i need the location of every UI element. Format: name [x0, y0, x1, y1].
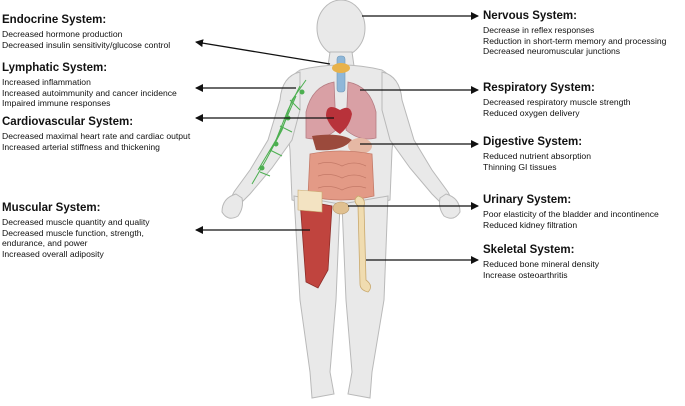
respiratory-block: Respiratory System: Decreased respirator… — [483, 82, 631, 118]
lymphatic-block: Lymphatic System: Increased inflammation… — [2, 62, 177, 109]
skeletal-line: Increase osteoarthritis — [483, 270, 599, 281]
right-arm — [382, 72, 454, 208]
urinary-line: Poor elasticity of the bladder and incon… — [483, 209, 659, 220]
muscle-cross-section — [298, 190, 322, 212]
thyroid — [332, 63, 350, 73]
nervous-line: Decreased neuromuscular junctions — [483, 46, 666, 57]
lymphatic-title: Lymphatic System: — [2, 62, 177, 75]
muscular-title: Muscular System: — [2, 202, 150, 215]
endocrine-line: Decreased insulin sensitivity/glucose co… — [2, 40, 170, 51]
skeletal-line: Reduced bone mineral density — [483, 259, 599, 270]
digestive-title: Digestive System: — [483, 136, 591, 149]
nervous-line: Reduction in short-term memory and proce… — [483, 36, 666, 47]
digestive-line: Thinning GI tissues — [483, 162, 591, 173]
digestive-block: Digestive System: Reduced nutrient absor… — [483, 136, 591, 172]
arrow-endocrine — [196, 42, 330, 64]
endocrine-title: Endocrine System: — [2, 14, 170, 27]
respiratory-line: Reduced oxygen delivery — [483, 108, 631, 119]
cardiovascular-line: Decreased maximal heart rate and cardiac… — [2, 131, 190, 142]
trachea — [337, 56, 345, 92]
lymphatic-line: Impaired immune responses — [2, 98, 177, 109]
left-arm — [228, 72, 300, 208]
endocrine-block: Endocrine System: Decreased hormone prod… — [2, 14, 170, 50]
muscular-line: Decreased muscle quantity and quality — [2, 217, 150, 228]
lymphatic-line: Increased autoimmunity and cancer incide… — [2, 88, 177, 99]
muscular-block: Muscular System: Decreased muscle quanti… — [2, 202, 150, 259]
cardiovascular-line: Increased arterial stiffness and thicken… — [2, 142, 190, 153]
endocrine-line: Decreased hormone production — [2, 29, 170, 40]
nervous-line: Decrease in reflex responses — [483, 25, 666, 36]
left-hand — [222, 194, 243, 218]
bladder — [333, 202, 349, 214]
urinary-block: Urinary System: Poor elasticity of the b… — [483, 194, 659, 230]
nervous-title: Nervous System: — [483, 10, 666, 23]
cardiovascular-block: Cardiovascular System: Decreased maximal… — [2, 116, 190, 152]
muscular-line: endurance, and power — [2, 238, 150, 249]
respiratory-line: Decreased respiratory muscle strength — [483, 97, 631, 108]
skeletal-block: Skeletal System: Reduced bone mineral de… — [483, 244, 599, 280]
cardiovascular-title: Cardiovascular System: — [2, 116, 190, 129]
digestive-line: Reduced nutrient absorption — [483, 151, 591, 162]
urinary-title: Urinary System: — [483, 194, 659, 207]
skeletal-title: Skeletal System: — [483, 244, 599, 257]
lymphatic-line: Increased inflammation — [2, 77, 177, 88]
head — [317, 0, 365, 56]
muscular-line: Increased overall adiposity — [2, 249, 150, 260]
respiratory-title: Respiratory System: — [483, 82, 631, 95]
nervous-block: Nervous System: Decrease in reflex respo… — [483, 10, 666, 57]
muscular-line: Decreased muscle function, strength, — [2, 228, 150, 239]
urinary-line: Reduced kidney filtration — [483, 220, 659, 231]
right-leg — [342, 196, 388, 398]
